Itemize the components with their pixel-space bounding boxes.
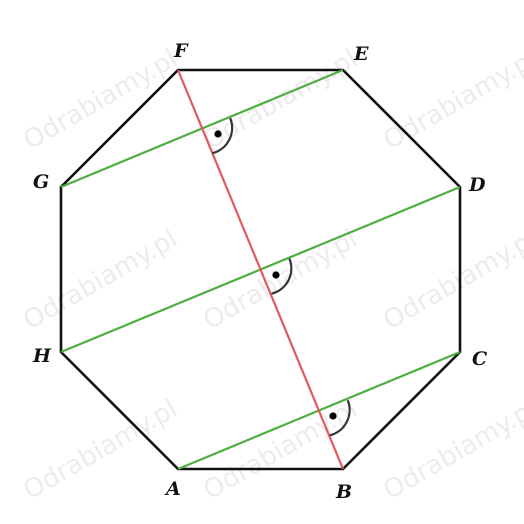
watermark-text: Odrabiamy.pl [19,44,183,156]
vertex-label-c: C [472,348,487,370]
vertex-label-b: B [335,481,352,503]
watermark-text: Odrabiamy.pl [199,44,363,156]
vertex-label-d: D [468,174,486,196]
watermark-layer: Odrabiamy.pl Odrabiamy.pl Odrabiamy.pl O… [19,44,524,506]
right-angle-mark [329,399,351,437]
watermark-text: Odrabiamy.pl [379,44,524,156]
segment-f-b [176,69,345,470]
vertex-label-f: F [173,40,189,62]
vertex-label-h: H [32,345,52,367]
right-angle-mark [271,258,293,295]
watermark-text: Odrabiamy.pl [19,224,183,336]
vertex-label-e: E [353,43,369,65]
right-angle-mark [212,117,234,155]
vertex-label-g: G [33,171,49,193]
vertex-label-a: A [164,478,181,500]
watermark-text: Odrabiamy.pl [379,224,524,336]
